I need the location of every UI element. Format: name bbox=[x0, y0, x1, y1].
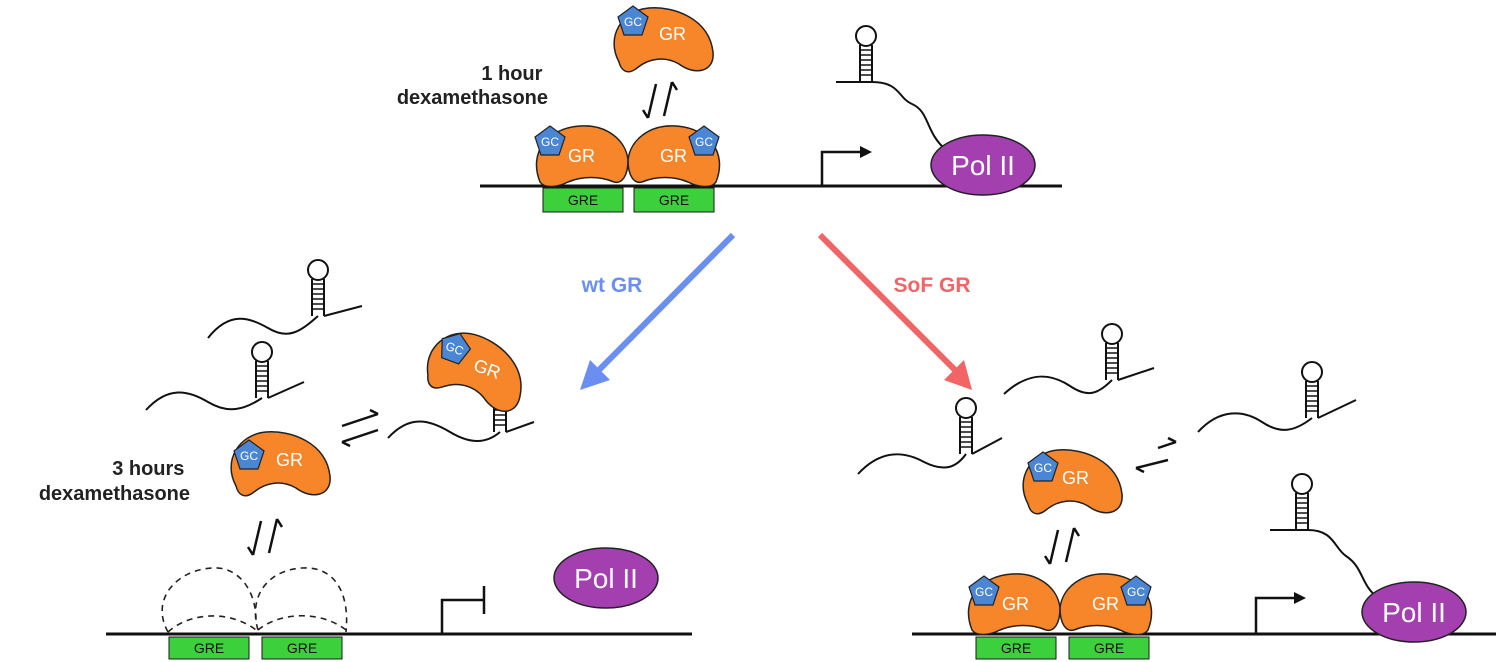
gc-label: GC bbox=[1127, 585, 1145, 599]
equilibrium-arrows bbox=[1043, 526, 1081, 566]
gre-box: GRE bbox=[261, 636, 343, 660]
gr-bound-left: GR GC bbox=[967, 573, 1061, 636]
gre-box: GRE bbox=[542, 187, 624, 213]
gc-label: GC bbox=[444, 339, 466, 358]
empty-gr-site bbox=[254, 567, 348, 633]
gr-rna-complex: GR GC bbox=[387, 321, 536, 442]
gre-label: GRE bbox=[194, 640, 224, 656]
gr-label: GR bbox=[1002, 594, 1029, 614]
left-time-line2: dexamethasone bbox=[39, 483, 190, 505]
gc-label: GC bbox=[695, 135, 713, 149]
gre-box: GRE bbox=[633, 187, 715, 213]
gre-box: GRE bbox=[1068, 636, 1150, 660]
gre-label: GRE bbox=[568, 192, 598, 208]
gc-label: GC bbox=[541, 135, 559, 149]
sof-arrow: SoF GR bbox=[817, 232, 972, 390]
promoter-active-arrow bbox=[820, 150, 862, 186]
right-panel: GR GC GR GC GR bbox=[857, 323, 1496, 660]
equilibrium-arrows bbox=[641, 80, 679, 120]
gc-label: GC bbox=[1034, 461, 1052, 475]
gr-label: GR bbox=[568, 146, 595, 166]
rna-transcript bbox=[1270, 473, 1379, 599]
promoter-active-arrow bbox=[1254, 596, 1294, 634]
wt-arrow: wt GR bbox=[580, 232, 736, 390]
gr-free: GR GC bbox=[1022, 449, 1123, 515]
gc-label: GC bbox=[240, 449, 258, 463]
wt-arrow-label: wt GR bbox=[581, 274, 643, 297]
top-panel: 1 hour dexamethasone GR GC GR GC GR bbox=[397, 5, 1062, 213]
gre-box: GRE bbox=[975, 636, 1057, 660]
gre-label: GRE bbox=[1094, 640, 1124, 656]
gre-label: GRE bbox=[659, 192, 689, 208]
gc-label: GC bbox=[975, 585, 993, 599]
rna-free bbox=[207, 259, 363, 339]
gr-label: GR bbox=[660, 146, 687, 166]
top-time-line2: dexamethasone bbox=[397, 87, 548, 109]
pol-ii: Pol II bbox=[1361, 581, 1467, 643]
rna-free bbox=[1003, 323, 1155, 395]
gr-free-top: GR GC bbox=[613, 5, 714, 73]
left-time-line1: 3 hours bbox=[112, 458, 184, 480]
promoter-repressed bbox=[440, 586, 486, 634]
top-time-line1: 1 hour bbox=[481, 63, 542, 85]
gr-bound-right: GR GC bbox=[627, 125, 721, 188]
gr-bound-left: GR GC bbox=[534, 125, 629, 188]
gr-label: GR bbox=[276, 450, 303, 470]
rna-transcript bbox=[836, 25, 947, 151]
gre-label: GRE bbox=[1001, 640, 1031, 656]
left-time-label: 3 hours dexamethasone bbox=[39, 458, 190, 505]
gc-label: GC bbox=[624, 15, 642, 29]
pol-label: Pol II bbox=[574, 563, 638, 594]
rna-free bbox=[145, 341, 305, 411]
gre-box: GRE bbox=[168, 636, 250, 660]
pol-ii: Pol II bbox=[930, 134, 1036, 196]
empty-gr-site bbox=[161, 567, 257, 633]
rna-free bbox=[857, 397, 1003, 475]
equilibrium-arrows bbox=[246, 517, 284, 557]
gre-label: GRE bbox=[287, 640, 317, 656]
gr-label: GR bbox=[1092, 594, 1119, 614]
top-time-label: 1 hour dexamethasone bbox=[397, 63, 548, 109]
sof-arrow-label: SoF GR bbox=[894, 274, 971, 297]
gr-free: GR GC bbox=[230, 431, 331, 497]
gr-label: GR bbox=[659, 24, 686, 44]
pol-label: Pol II bbox=[1382, 597, 1446, 628]
rna-free bbox=[1197, 361, 1357, 433]
left-panel: 3 hours dexamethasone GR GC bbox=[39, 259, 692, 660]
equilibrium-arrows bbox=[1135, 436, 1177, 474]
gr-label: GR bbox=[1062, 468, 1089, 488]
gr-bound-right: GR GC bbox=[1059, 573, 1153, 636]
equilibrium-arrows bbox=[340, 408, 380, 448]
pol-label: Pol II bbox=[951, 150, 1015, 181]
pol-ii: Pol II bbox=[553, 547, 659, 609]
